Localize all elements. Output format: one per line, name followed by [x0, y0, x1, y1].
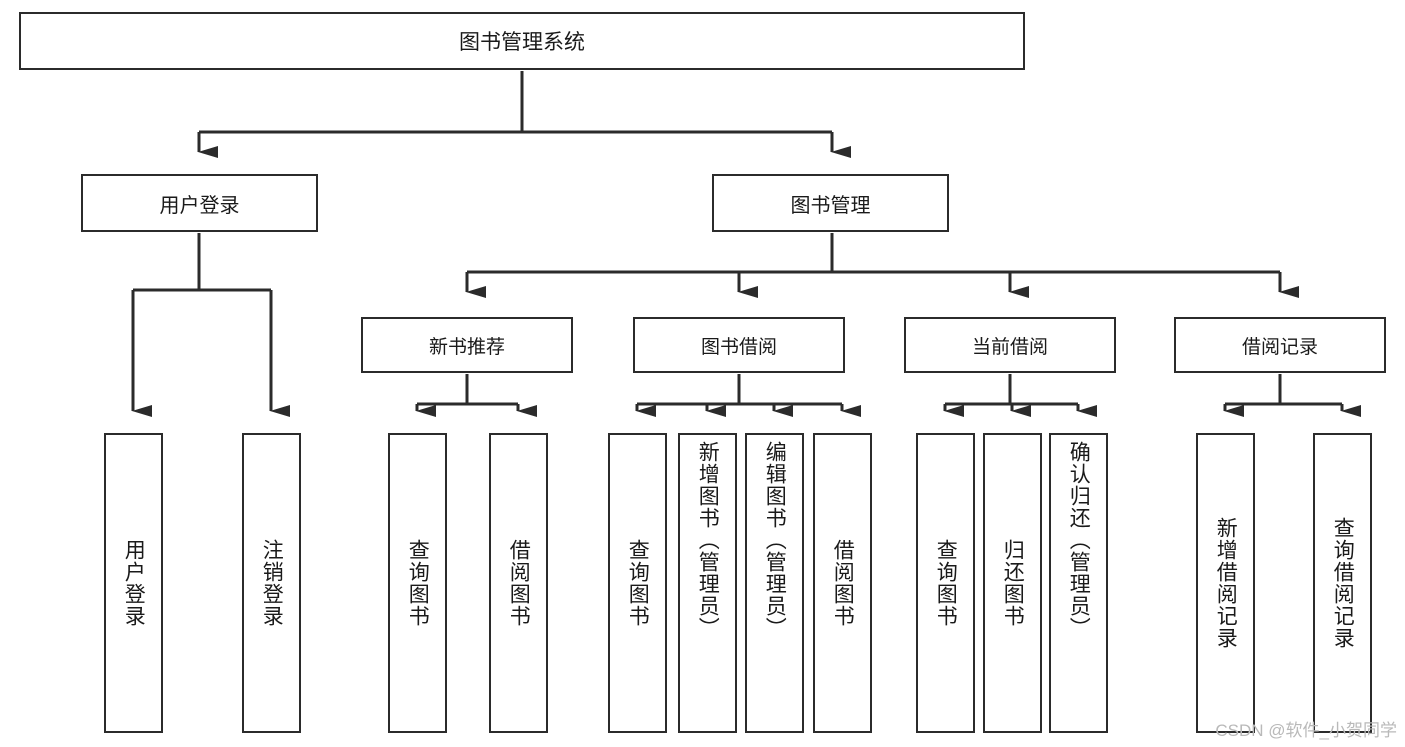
leaf-label: 新增图书（管理员）	[696, 441, 720, 639]
node-book-borrow[interactable]: 图书借阅	[633, 317, 845, 373]
leaf-borrow-borrow-book[interactable]: 借阅图书	[813, 433, 872, 733]
leaf-current-query-book[interactable]: 查询图书	[916, 433, 975, 733]
leaf-label: 查询图书	[934, 539, 958, 627]
leaf-label: 查询图书	[406, 539, 430, 627]
node-current-borrow[interactable]: 当前借阅	[904, 317, 1116, 373]
leaf-label: 归还图书	[1001, 539, 1025, 627]
leaf-label: 查询借阅记录	[1331, 517, 1355, 649]
node-label: 借阅记录	[1241, 336, 1318, 358]
node-label: 图书管理	[790, 194, 871, 217]
leaf-records-query-record[interactable]: 查询借阅记录	[1313, 433, 1372, 733]
node-root-system[interactable]: 图书管理系统	[19, 12, 1025, 70]
leaf-borrow-query-book[interactable]: 查询图书	[608, 433, 667, 733]
leaf-label: 查询图书	[626, 539, 650, 627]
node-new-book-recommend[interactable]: 新书推荐	[361, 317, 573, 373]
node-user-login[interactable]: 用户登录	[81, 174, 318, 232]
leaf-current-confirm-return-admin[interactable]: 确认归还（管理员）	[1049, 433, 1108, 733]
leaf-borrow-edit-book-admin[interactable]: 编辑图书（管理员）	[745, 433, 804, 733]
leaf-user-login-logout[interactable]: 注销登录	[242, 433, 301, 733]
node-label: 图书借阅	[700, 336, 777, 358]
leaf-user-login-login[interactable]: 用户登录	[104, 433, 163, 733]
leaf-label: 新增借阅记录	[1214, 517, 1238, 649]
leaf-recommend-borrow-book[interactable]: 借阅图书	[489, 433, 548, 733]
leaf-label: 注销登录	[260, 539, 284, 627]
node-label: 当前借阅	[971, 336, 1048, 358]
leaf-label: 用户登录	[122, 539, 146, 627]
leaf-label: 确认归还（管理员）	[1067, 441, 1091, 639]
leaf-label: 借阅图书	[831, 539, 855, 627]
leaf-label: 借阅图书	[507, 539, 531, 627]
node-book-management[interactable]: 图书管理	[712, 174, 949, 232]
leaf-current-return-book[interactable]: 归还图书	[983, 433, 1042, 733]
node-label: 用户登录	[159, 194, 240, 217]
leaf-label: 编辑图书（管理员）	[763, 441, 787, 639]
leaf-recommend-query-book[interactable]: 查询图书	[388, 433, 447, 733]
node-borrow-records[interactable]: 借阅记录	[1174, 317, 1386, 373]
leaf-records-add-record[interactable]: 新增借阅记录	[1196, 433, 1255, 733]
leaf-borrow-add-book-admin[interactable]: 新增图书（管理员）	[678, 433, 737, 733]
node-label: 新书推荐	[428, 336, 505, 358]
node-label: 图书管理系统	[459, 31, 585, 54]
